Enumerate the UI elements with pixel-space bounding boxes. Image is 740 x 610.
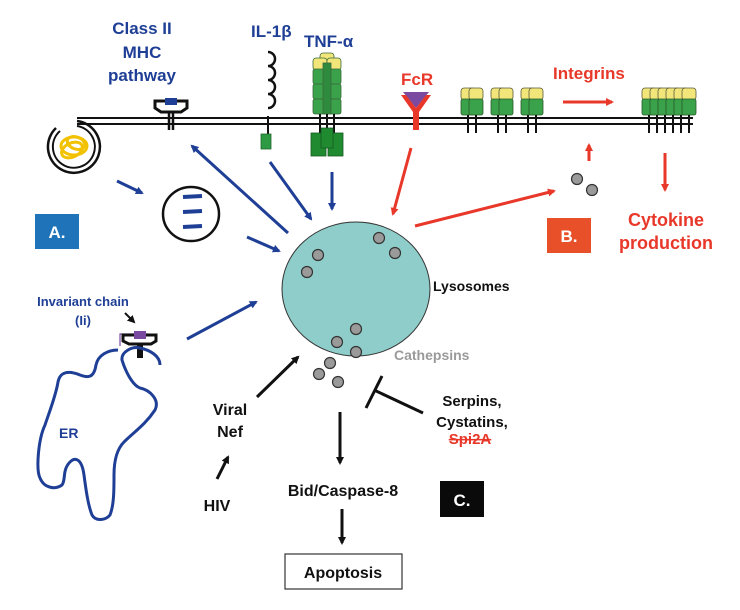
cathepsin-granules [300,231,402,389]
panel-b-label: B. [561,227,578,246]
plasma-membrane [77,117,693,125]
endocytic-vesicle-icon [46,119,102,175]
integrin-icon [498,87,514,133]
label-invariant-chain-2: (Ii) [75,313,91,328]
er-outline [36,346,162,521]
integrin-cluster [641,87,697,133]
mhc-class-ii-receptor-icon [153,98,189,130]
integrin-icon [468,87,484,133]
mhc-vesicle-icon [161,185,221,243]
label-class-ii-mhc-2: MHC [123,43,162,62]
lysosome [281,221,431,389]
label-er: ER [59,425,78,441]
black-arrows [215,355,424,545]
panel-c-label: C. [454,491,471,510]
label-cystatins: Cystatins, [436,414,508,431]
il1b-receptor-icon [260,50,277,150]
label-apoptosis: Apoptosis [304,565,382,582]
released-cathepsins [570,172,599,197]
label-viral-nef-1: Viral [213,402,247,419]
label-hiv: HIV [204,498,231,515]
label-cathepsins: Cathepsins [394,347,470,363]
label-invariant-chain-1: Invariant chain [37,294,129,309]
label-class-ii-mhc-3: pathway [108,66,177,85]
label-lysosomes: Lysosomes [433,278,510,294]
label-il1b: IL-1β [251,22,292,41]
label-class-ii-mhc-1: Class II [112,19,172,38]
label-viral-nef-2: Nef [217,424,243,441]
apoptosis-box [284,553,403,590]
panel-a-label: A. [49,223,66,242]
panel-b-box [547,218,591,253]
fc-receptor-icon [401,92,431,130]
integrin-group [460,87,544,133]
label-integrins: Integrins [553,64,625,83]
label-serpins: Serpins, [442,393,501,410]
label-cytokine-1: Cytokine [628,210,704,230]
blue-arrows [116,144,336,341]
panel-c-box [440,481,484,517]
integrin-icon [681,87,697,133]
antigen-icon [59,135,89,160]
label-bid-caspase: Bid/Caspase-8 [288,483,398,500]
integrin-icon [528,87,544,133]
invariant-chain-receptor-icon [119,312,158,358]
panel-a-box [35,214,79,249]
label-tnfa: TNF-α [304,32,354,51]
label-fcr: FcR [401,70,433,89]
label-cytokine-2: production [619,233,713,253]
label-spi2a: Spi2A [449,431,492,448]
red-arrows [390,98,669,228]
tnfa-receptor-icon [310,52,344,157]
